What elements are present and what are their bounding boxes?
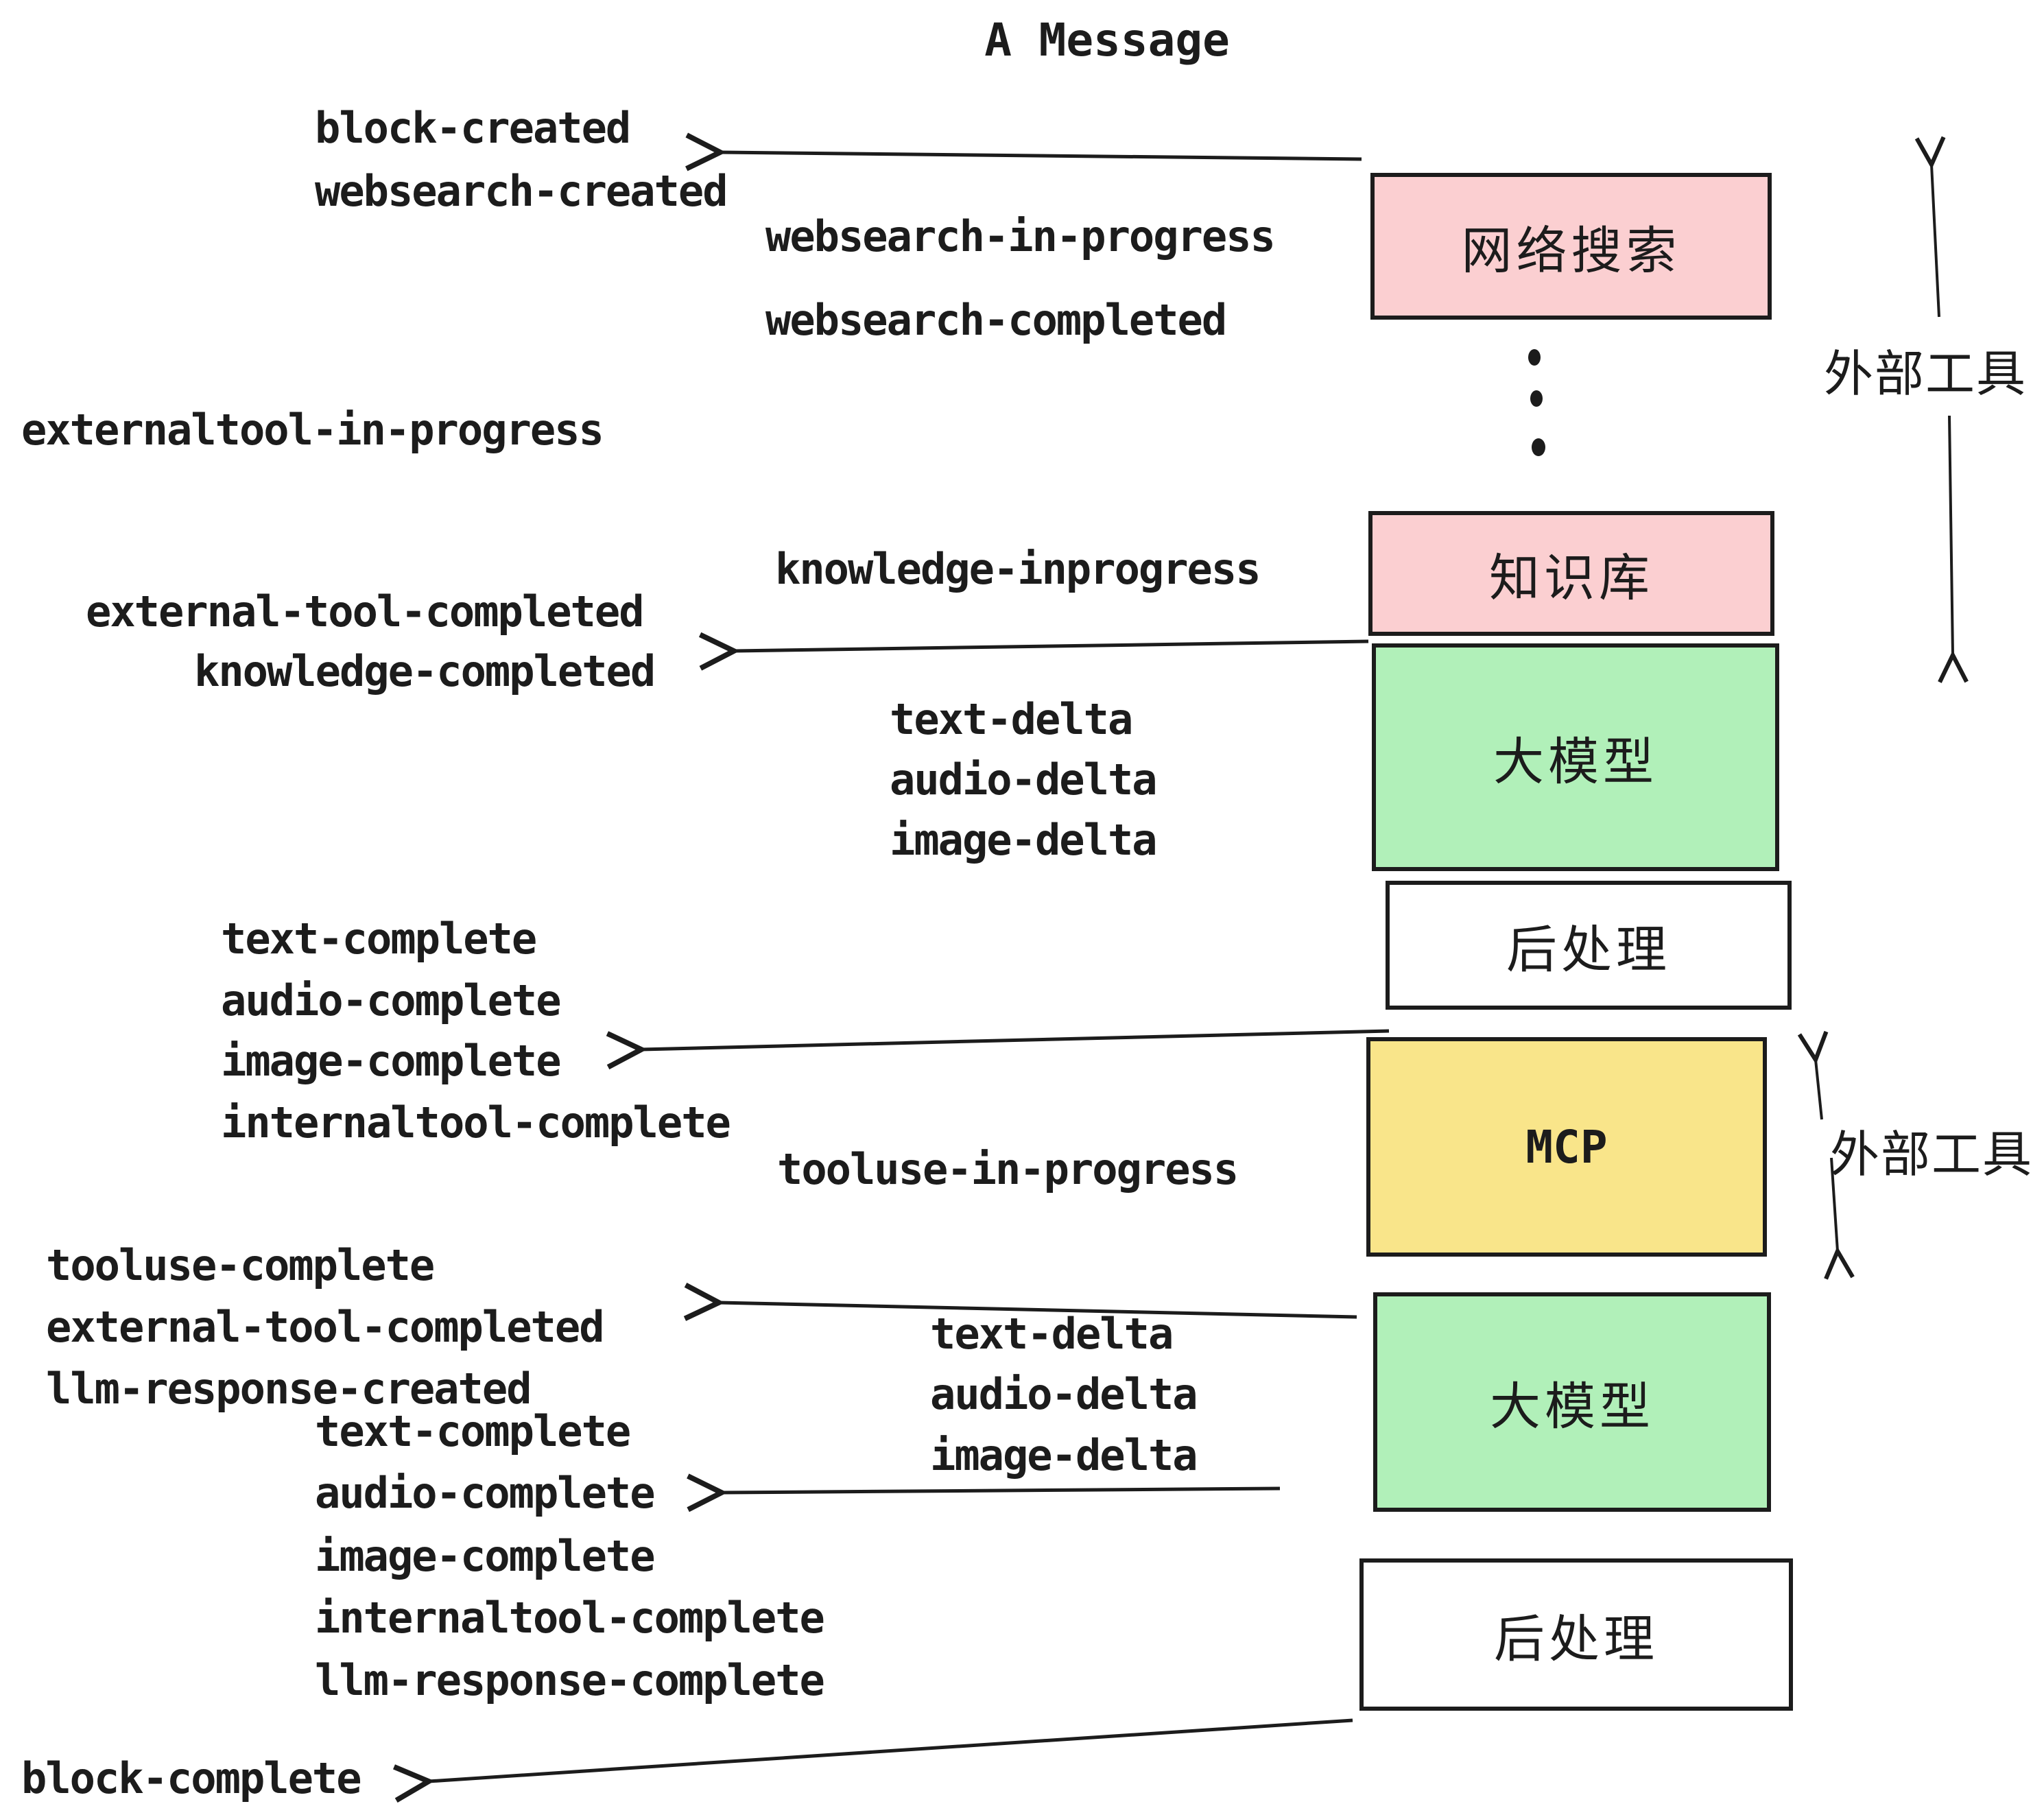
box-postprocess-2-label: 后处理 — [1494, 1609, 1659, 1669]
event-label-image-complete-1: image-complete — [221, 1036, 562, 1086]
event-label-audio-complete-2: audio-complete — [315, 1468, 656, 1518]
event-label-websearch-created: websearch-created — [315, 166, 728, 216]
event-label-internaltool-complete-1: internaltool-complete — [221, 1097, 731, 1148]
event-label-external-tool-completed-1: external-tool-completed — [86, 586, 645, 637]
ellipsis-dot-3 — [1532, 438, 1545, 456]
event-label-audio-complete-1: audio-complete — [221, 975, 562, 1025]
box-mcp-label: MCP — [1525, 1120, 1608, 1174]
event-label-websearch-in-progress: websearch-in-progress — [765, 211, 1276, 261]
event-label-audio-delta-1: audio-delta — [890, 755, 1158, 805]
side-label-external-tools-2: 外部工具 — [1830, 1126, 2034, 1183]
box-llm-2: 大模型 — [1373, 1292, 1771, 1512]
arrow-to-knowledge-completed — [734, 641, 1369, 651]
arrow-to-audio-complete — [722, 1488, 1281, 1493]
box-mcp: MCP — [1366, 1037, 1767, 1257]
ellipsis-dot-2 — [1530, 390, 1543, 407]
event-label-knowledge-inprogress: knowledge-inprogress — [775, 544, 1261, 594]
event-label-knowledge-completed: knowledge-completed — [194, 646, 656, 696]
event-label-image-delta-2: image-delta — [930, 1430, 1198, 1480]
ellipsis-dot-1 — [1528, 349, 1541, 366]
external-tools-up-arrow-2 — [1816, 1060, 1822, 1120]
box-postprocess-2: 后处理 — [1359, 1558, 1793, 1711]
event-label-externaltool-in-progress: externaltool-in-progress — [21, 405, 604, 455]
box-llm-1: 大模型 — [1372, 643, 1779, 871]
box-knowledge: 知识库 — [1368, 511, 1774, 636]
event-label-websearch-completed: websearch-completed — [765, 295, 1227, 345]
event-label-block-complete: block-complete — [21, 1753, 362, 1803]
box-postprocess-1: 后处理 — [1386, 881, 1792, 1010]
external-tools-down-arrow-1 — [1949, 415, 1953, 655]
box-llm-2-label: 大模型 — [1490, 1377, 1654, 1436]
side-label-external-tools-1: 外部工具 — [1824, 345, 2028, 403]
event-label-image-delta-1: image-delta — [890, 815, 1158, 865]
arrow-to-image-complete — [641, 1029, 1390, 1049]
event-label-audio-delta-2: audio-delta — [930, 1369, 1198, 1419]
event-label-image-complete-2: image-complete — [315, 1531, 656, 1581]
box-knowledge-label: 知识库 — [1489, 548, 1654, 608]
event-label-llm-response-complete: llm-response-complete — [315, 1655, 825, 1705]
external-tools-up-arrow-1 — [1932, 165, 1939, 318]
arrow-websearch-to-block-created — [720, 152, 1362, 159]
event-label-text-delta-2: text-delta — [930, 1309, 1174, 1359]
box-websearch-label: 网络搜索 — [1461, 221, 1681, 281]
event-label-text-complete-1: text-complete — [221, 914, 537, 964]
event-label-internaltool-complete-2: internaltool-complete — [315, 1593, 825, 1643]
event-label-text-complete-2: text-complete — [315, 1406, 631, 1456]
arrow-to-block-complete — [429, 1718, 1353, 1781]
event-label-tooluse-in-progress: tooluse-in-progress — [777, 1144, 1239, 1194]
box-websearch: 网络搜索 — [1370, 173, 1772, 320]
event-label-tooluse-complete: tooluse-complete — [46, 1240, 435, 1290]
event-label-external-tool-completed-2: external-tool-completed — [46, 1302, 605, 1352]
event-label-block-created: block-created — [315, 103, 631, 153]
event-label-llm-response-created: llm-response-created — [46, 1364, 532, 1414]
box-llm-1-label: 大模型 — [1493, 732, 1658, 792]
diagram-title: A Message — [984, 14, 1230, 67]
box-postprocess-1-label: 后处理 — [1506, 920, 1671, 980]
event-label-text-delta-1: text-delta — [890, 694, 1133, 744]
